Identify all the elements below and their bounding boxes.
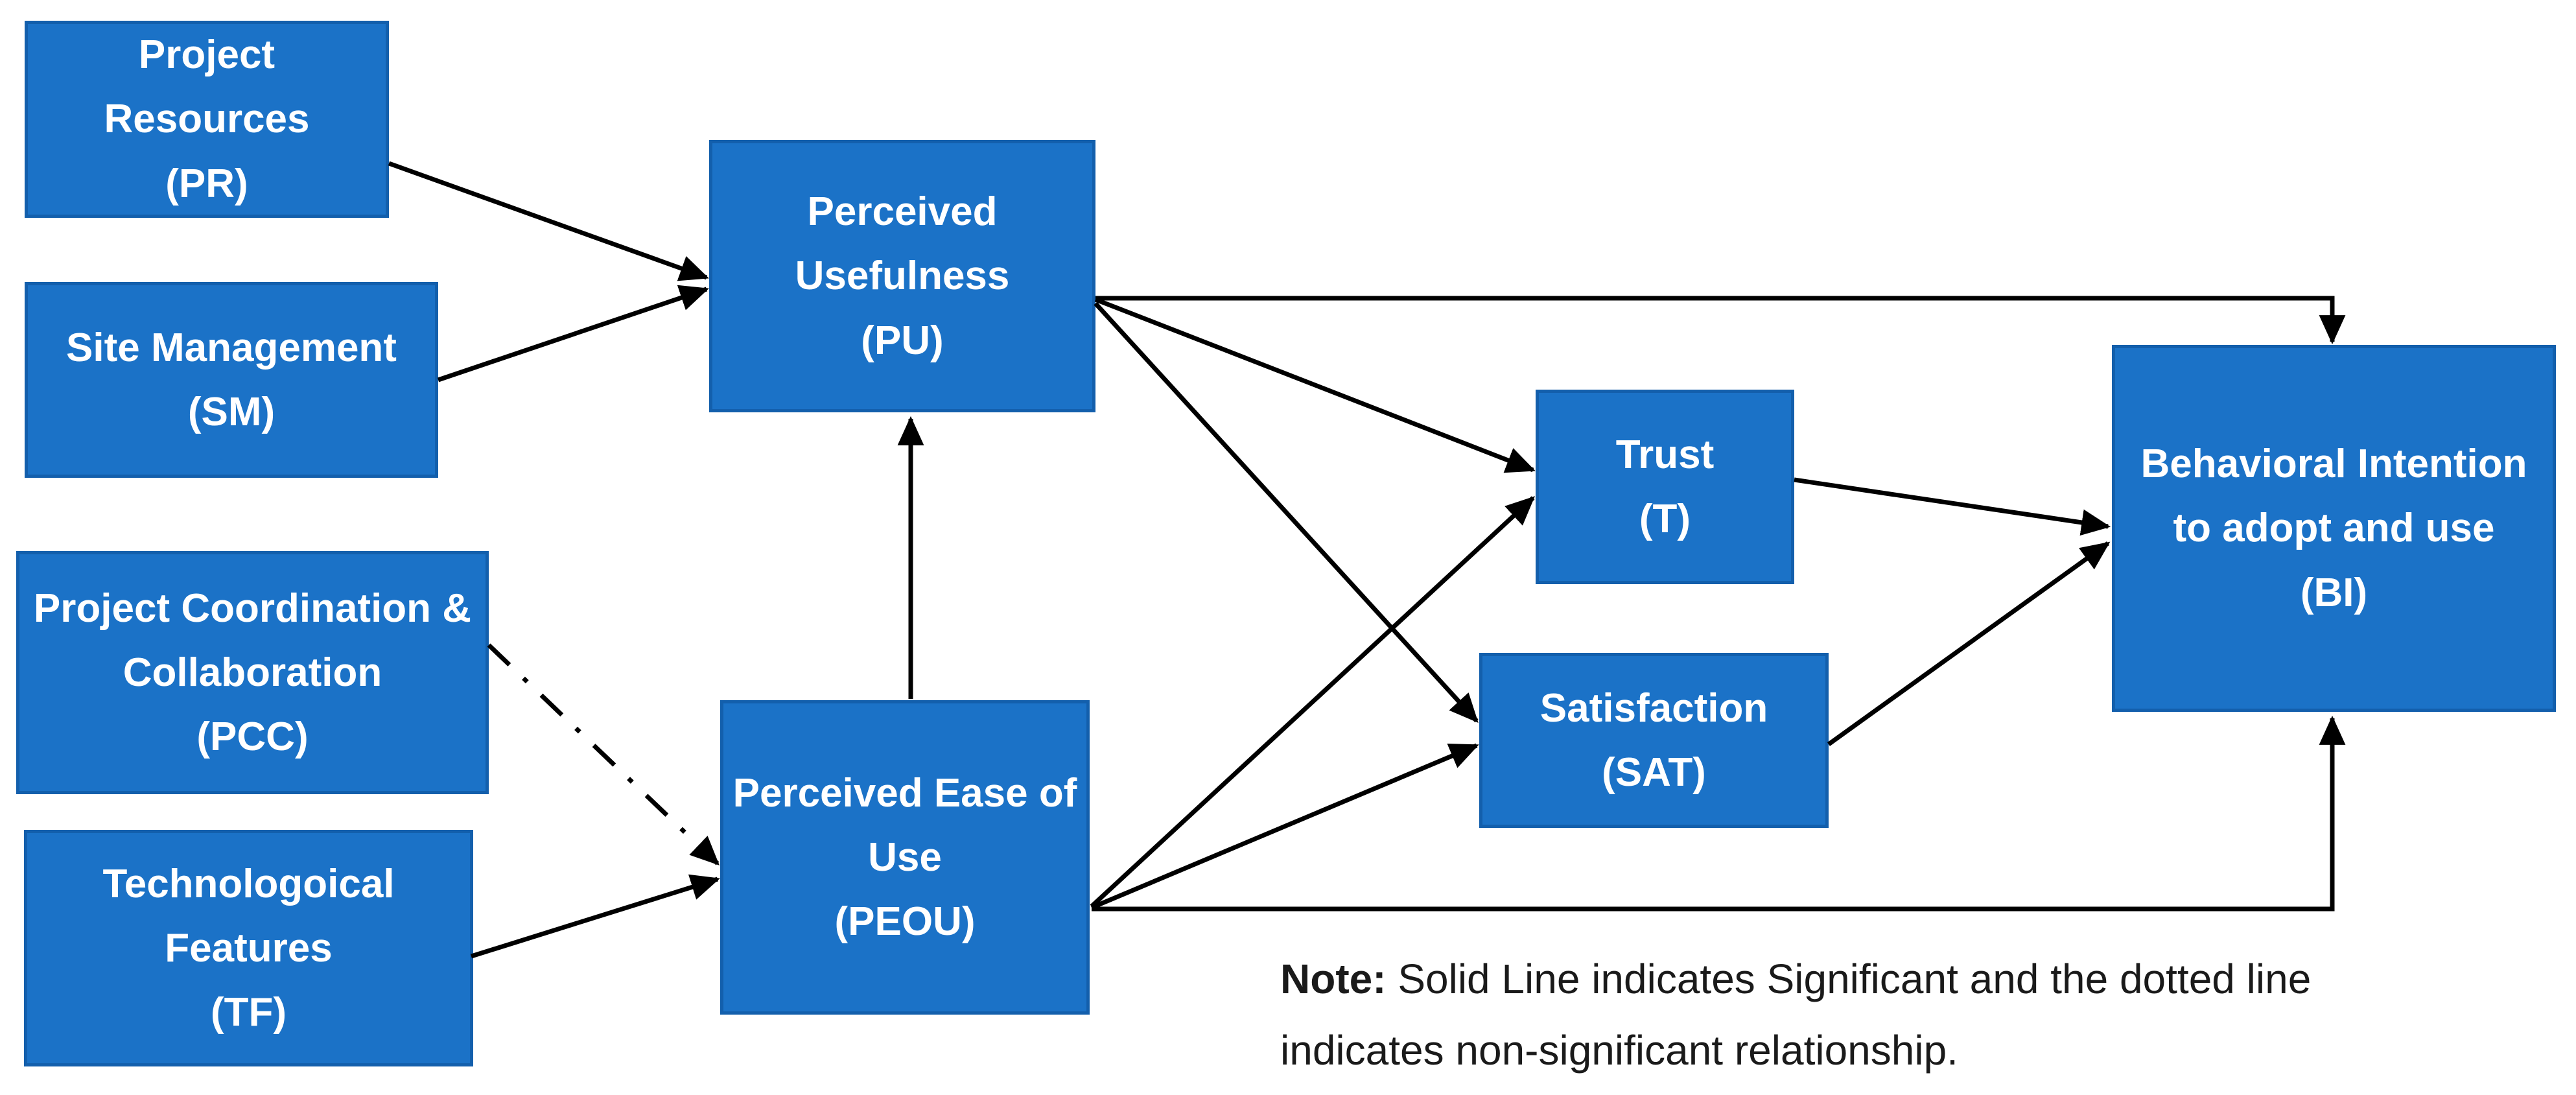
arrow-pu-to-satisfaction	[1094, 301, 1479, 724]
arrow-pr-to-pu	[388, 161, 709, 281]
arrow-sm-to-pu	[437, 285, 709, 383]
note-label: Note:	[1280, 956, 1387, 1002]
node-technological-features: Technologoical Features (TF)	[24, 830, 473, 1066]
node-behavioral-intention: Behavioral Intention to adopt and use (B…	[2112, 345, 2556, 712]
node-perceived-usefulness: Perceived Usefulness (PU)	[709, 140, 1095, 412]
node-project-coordination-collaboration: Project Coordination & Collaboration (PC…	[16, 551, 489, 794]
node-project-resources: Project Resources (PR)	[25, 21, 389, 218]
arrow-pu-to-bi	[1095, 296, 2346, 345]
arrow-pcc-to-peou-nonsignificant	[487, 643, 720, 865]
node-trust: Trust (T)	[1536, 390, 1794, 584]
node-site-management: Site Management (SM)	[25, 282, 438, 478]
arrow-peou-to-trust	[1090, 496, 1535, 908]
arrow-peou-to-satisfaction	[1090, 743, 1479, 910]
arrow-trust-to-bi	[1794, 477, 2111, 536]
node-satisfaction: Satisfaction (SAT)	[1479, 653, 1829, 828]
note-line1: Solid Line indicates Significant and the…	[1398, 956, 2312, 1002]
arrow-satisfaction-to-bi	[1827, 541, 2111, 746]
arrow-tf-to-peou	[470, 874, 720, 959]
node-perceived-ease-of-use: Perceived Ease of Use (PEOU)	[720, 700, 1090, 1015]
note-line2: indicates non-significant relationship.	[1280, 1027, 1958, 1074]
arrow-pu-to-trust	[1094, 297, 1536, 473]
legend-note: Note: Solid Line indicates Significant a…	[1280, 943, 2311, 1086]
